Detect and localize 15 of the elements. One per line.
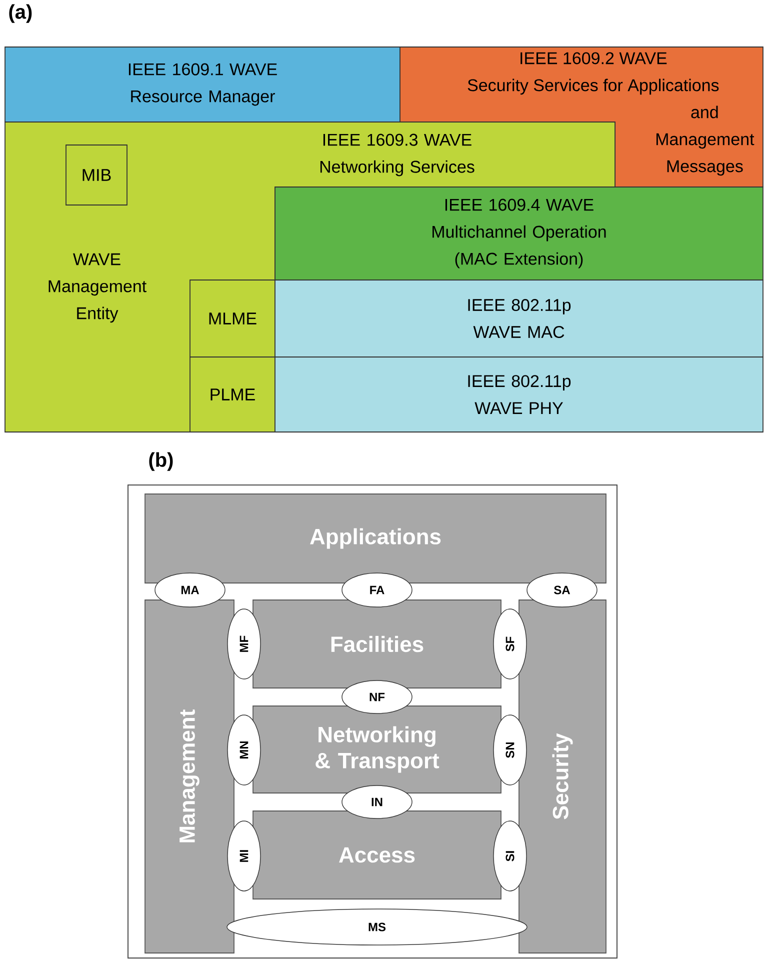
panel-label: (b) bbox=[149, 452, 173, 471]
layer-box: MLME bbox=[190, 280, 276, 358]
layer-box: Access bbox=[252, 810, 502, 900]
layer-box: IEEE 1609.1 WAVE Resource Manager bbox=[4, 46, 400, 122]
layer-box: Management bbox=[144, 600, 234, 954]
layer-box: PLME bbox=[190, 356, 276, 432]
layer-box: IEEE 1609.4 WAVE Multichannel Operation (MAC Extension) bbox=[274, 186, 764, 280]
layer-box: Applications bbox=[144, 494, 606, 584]
layer-box: Networking & Transport bbox=[252, 706, 502, 794]
layer-box: Facilities bbox=[252, 600, 502, 688]
layer-box: Security bbox=[518, 600, 606, 954]
layer-box: IEEE 802.11p WAVE MAC bbox=[274, 280, 764, 358]
panel-label: (a) bbox=[9, 4, 32, 23]
layer-box: MIB bbox=[66, 144, 128, 206]
layer-box: IEEE 802.11p WAVE PHY bbox=[274, 356, 764, 432]
